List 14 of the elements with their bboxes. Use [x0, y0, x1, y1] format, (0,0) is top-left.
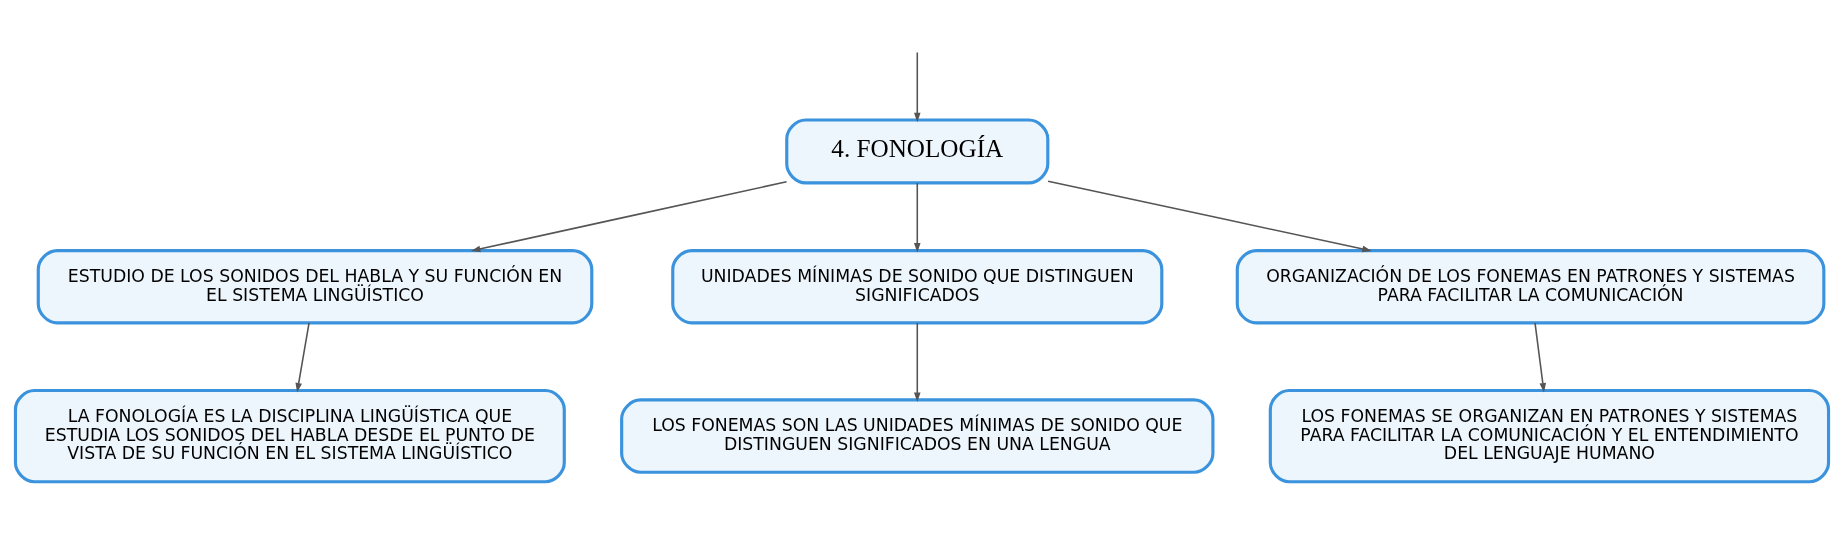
arrow	[913, 182, 921, 253]
arrow	[913, 51, 921, 123]
node-box: ORGANIZACIÓN DE LOS FONEMAS EN PATRONES Y SISTEMAS PARA FACILITAR LA COMUNICACIÓN	[1235, 249, 1826, 325]
arrow	[470, 180, 788, 253]
node-box: LOS FONEMAS SE ORGANIZAN EN PATRONES Y SISTEMAS PARA FACILITAR LA COMUNICACIÓN Y EL ENTENDIMIENTO DEL LENGUAJE HUMANO	[1268, 388, 1831, 484]
arrow	[913, 322, 921, 402]
node-box: LOS FONEMAS SON LAS UNIDADES MÍNIMAS DE SONIDO QUE DISTINGUEN SIGNIFICADOS EN UNA LENGUA	[620, 398, 1215, 474]
arrow	[295, 322, 310, 393]
arrow	[1047, 180, 1372, 253]
node-box: UNIDADES MÍNIMAS DE SONIDO QUE DISTINGUEN SIGNIFICADOS	[671, 249, 1164, 325]
arrow	[1534, 322, 1547, 393]
node-box: LA FONOLOGÍA ES LA DISCIPLINA LINGÜÍSTICA QUE ESTUDIA LOS SONIDOS DEL HABLA DESDE EL PUNTO DE VISTA DE SU FUNCIÓN EN EL SISTEMA LINGÜÍSTICO	[13, 388, 566, 484]
node-box: 4. FONOLOGÍA	[785, 118, 1050, 185]
node-box: ESTUDIO DE LOS SONIDOS DEL HABLA Y SU FUNCIÓN EN EL SISTEMA LINGÜÍSTICO	[36, 249, 594, 325]
